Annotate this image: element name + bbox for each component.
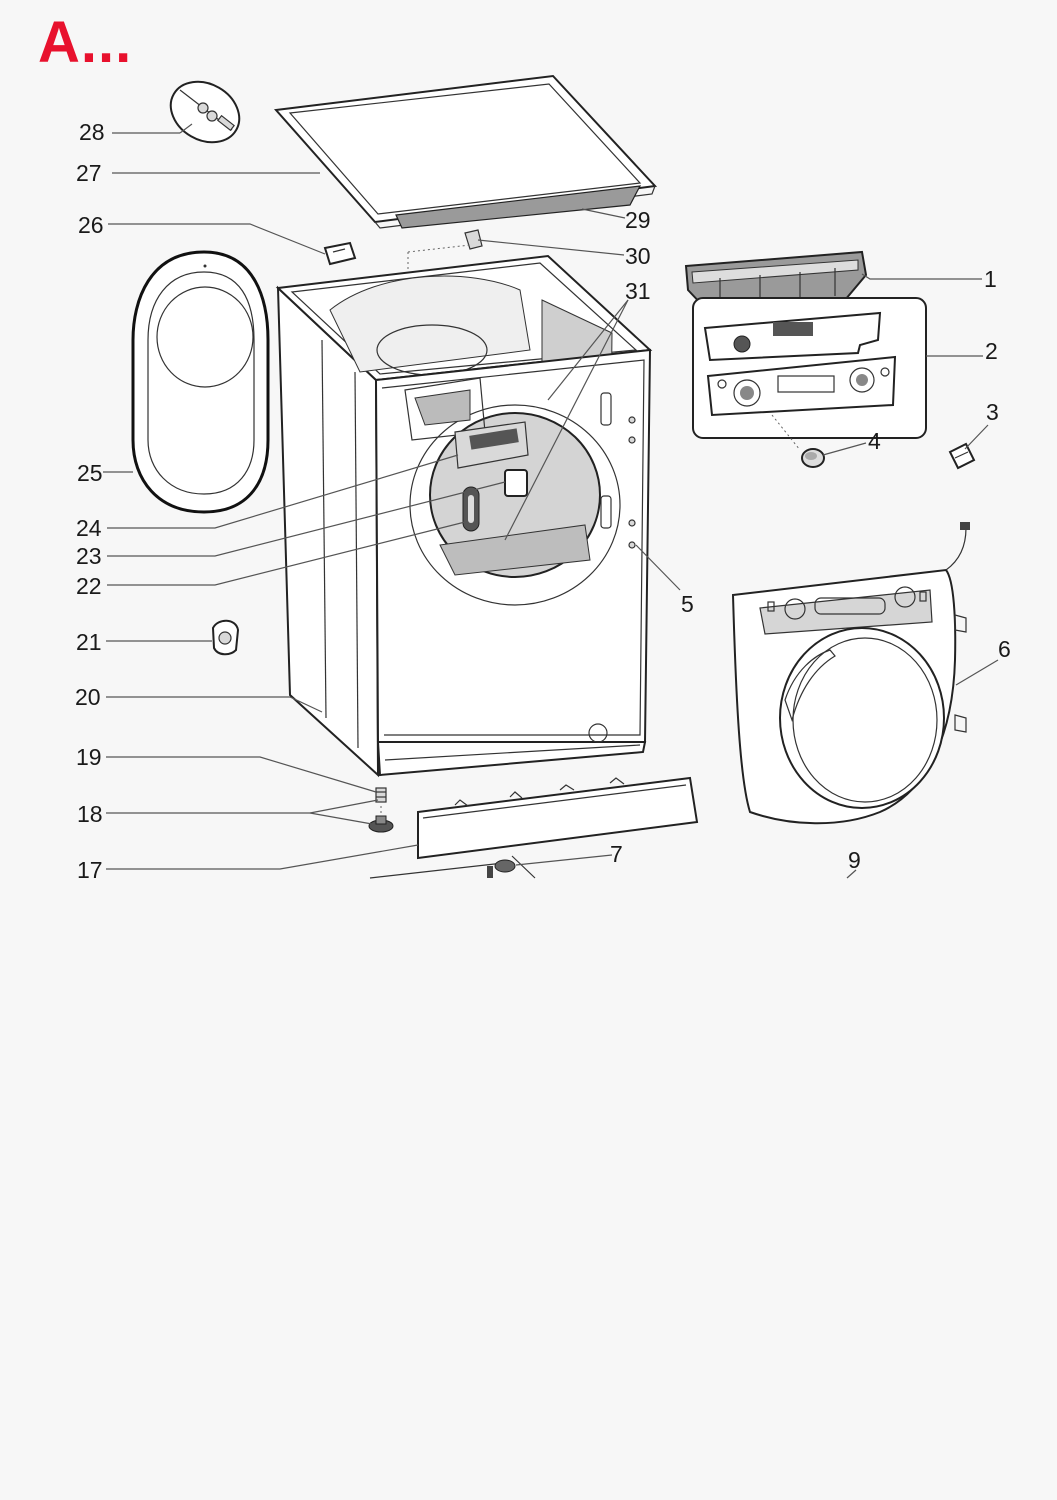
- callout-20: 20: [75, 684, 101, 710]
- section-title: A...: [38, 10, 133, 75]
- callout-30: 30: [625, 243, 651, 269]
- part-27-top-cover: [273, 74, 658, 229]
- part-4-knob: [801, 448, 825, 468]
- callout-labels: 28 27 26 25 24 23 22 21 20 19 18 17 29 3…: [75, 119, 1011, 883]
- part-26-clip: [323, 241, 357, 266]
- callout-24: 24: [76, 515, 102, 541]
- callout-26: 26: [78, 212, 104, 238]
- callout-1: 1: [984, 266, 997, 292]
- part-3-bracket: [948, 442, 976, 470]
- callout-21: 21: [76, 629, 102, 655]
- callout-29: 29: [625, 207, 651, 233]
- leader-lines: [103, 123, 999, 879]
- part-1-detergent-drawer: [684, 250, 868, 310]
- part-25-door-seal-panel: [131, 250, 270, 514]
- callout-7: 7: [610, 841, 623, 867]
- callout-6: 6: [998, 636, 1011, 662]
- callout-17: 17: [77, 857, 103, 883]
- part-2-control-electronics: [692, 297, 927, 451]
- part-19-18-adjustable-foot: [368, 787, 394, 833]
- callout-2: 2: [985, 338, 998, 364]
- part-20-cabinet: [275, 254, 653, 778]
- callout-25: 25: [77, 460, 103, 486]
- part-28-bolt-kit: [169, 80, 241, 144]
- part-7-foot-bracket: [369, 855, 536, 879]
- callout-9: 9: [848, 847, 861, 873]
- callout-23: 23: [76, 543, 102, 569]
- callout-5: 5: [681, 591, 694, 617]
- callout-19: 19: [76, 744, 102, 770]
- callout-4: 4: [868, 428, 881, 454]
- callout-22: 22: [76, 573, 102, 599]
- callout-27: 27: [76, 160, 102, 186]
- callout-28: 28: [79, 119, 105, 145]
- part-17-kick-panel: [417, 776, 699, 860]
- callout-3: 3: [986, 399, 999, 425]
- callout-18: 18: [77, 801, 103, 827]
- part-6-front-panel: [731, 522, 970, 825]
- callout-31: 31: [625, 278, 651, 304]
- part-21-latch: [211, 619, 240, 656]
